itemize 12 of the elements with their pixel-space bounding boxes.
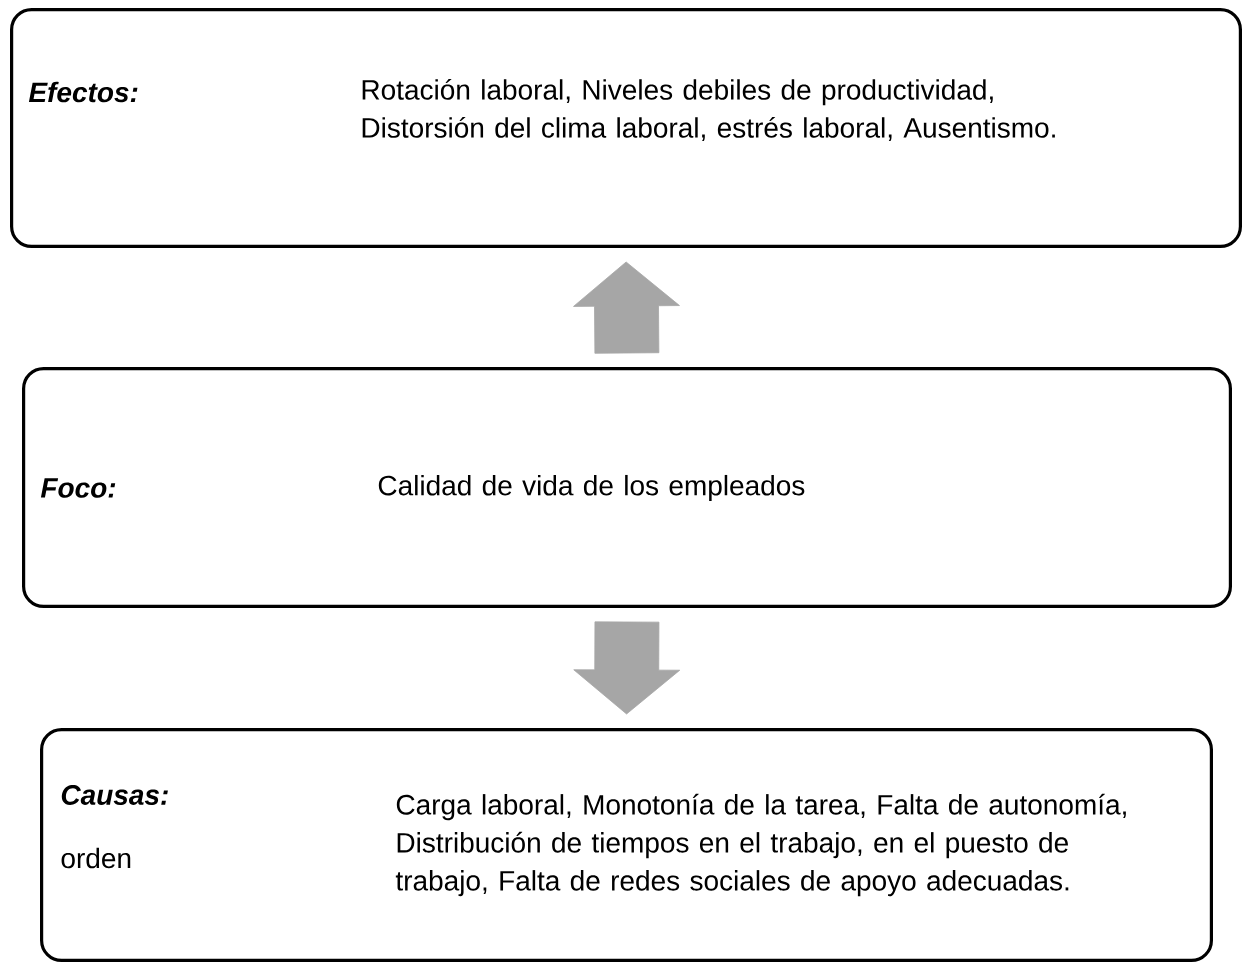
description: Calidad de vida de los empleados bbox=[378, 474, 805, 502]
heading: Foco: bbox=[40, 478, 116, 498]
text-box bbox=[10, 8, 1242, 248]
description: Rotación laboral, Niveles debiles de productividad, Distorsión del clima laboral, estrés laboral, Ausentismo. bbox=[362, 78, 1055, 142]
heading: Causas: bbox=[61, 785, 168, 805]
block-arrow bbox=[573, 621, 681, 715]
description: Carga laboral, Monotonía de la tarea, Falta de autonomía, Distribución de tiempos en el trabajo, en el puesto de trabajo, Falta de redes sociales de apoyo adecuadas. bbox=[395, 793, 1126, 897]
text-box bbox=[40, 728, 1213, 962]
text-box bbox=[22, 367, 1232, 608]
heading: Efectos: bbox=[28, 81, 138, 103]
label: orden bbox=[61, 847, 131, 869]
block-arrow bbox=[573, 261, 680, 354]
